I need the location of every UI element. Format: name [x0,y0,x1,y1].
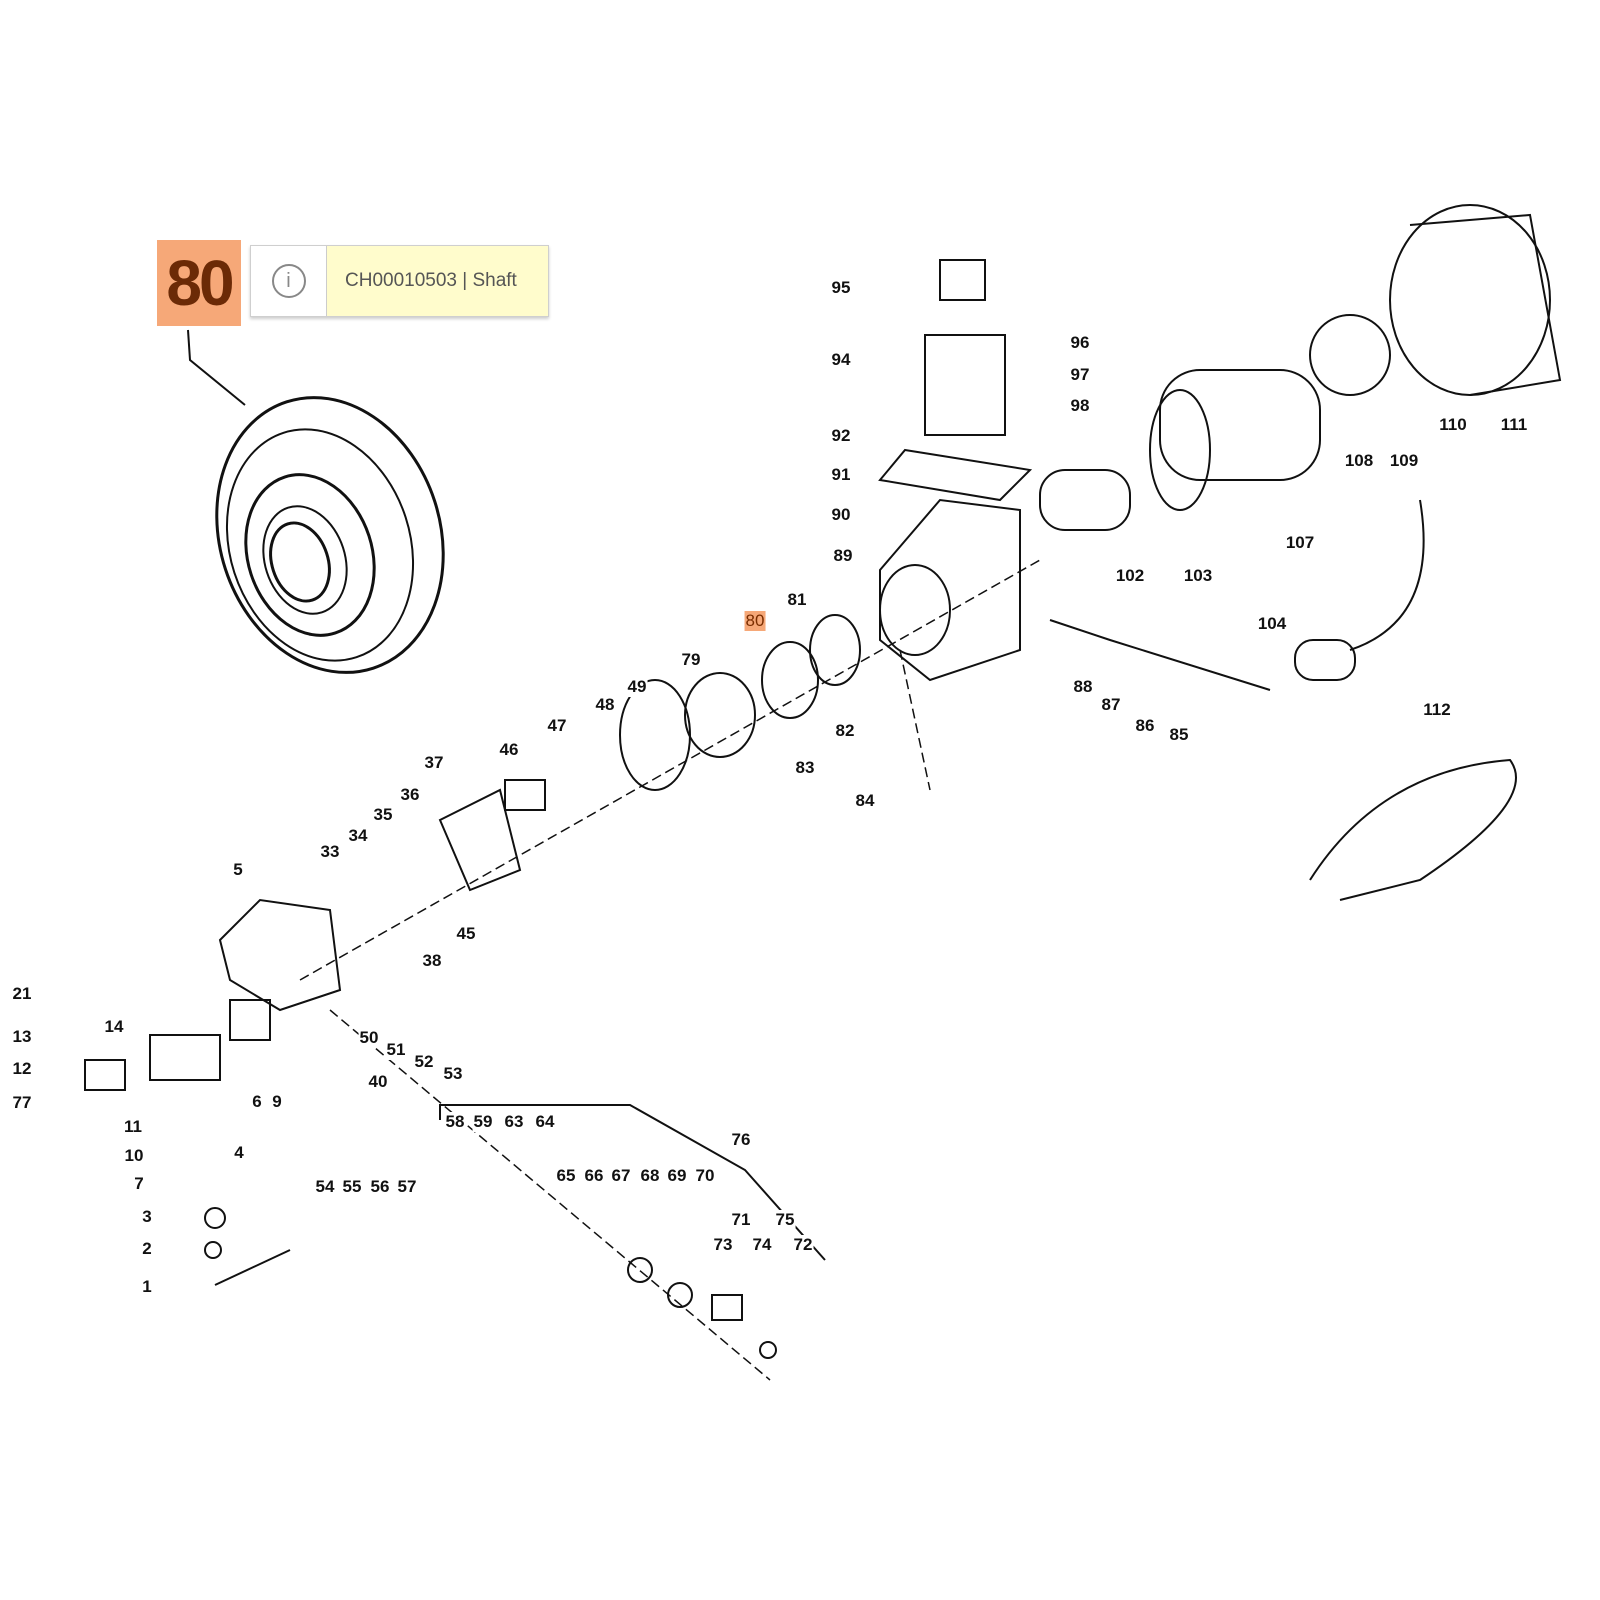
part-label-71[interactable]: 71 [730,1210,752,1230]
part-label-38[interactable]: 38 [421,951,443,971]
part-label-86[interactable]: 86 [1134,716,1156,736]
tooltip-text: CH00010503 | Shaft [345,270,517,291]
part-label-59[interactable]: 59 [472,1112,494,1132]
motor-parts [438,204,1562,901]
part-label-82[interactable]: 82 [834,721,856,741]
part-label-47[interactable]: 47 [546,716,568,736]
part-label-11[interactable]: 11 [123,1117,143,1137]
part-label-88[interactable]: 88 [1072,677,1094,697]
part-label-45[interactable]: 45 [455,924,477,944]
part-label-54[interactable]: 54 [314,1177,336,1197]
part-label-84[interactable]: 84 [854,791,876,811]
part-label-70[interactable]: 70 [694,1166,716,1186]
part-label-69[interactable]: 69 [666,1166,688,1186]
part-label-49[interactable]: 49 [626,677,648,697]
part-label-109[interactable]: 109 [1388,451,1420,471]
part-label-95[interactable]: 95 [830,278,852,298]
part-80-zoom-drawing [187,329,445,674]
part-label-9[interactable]: 9 [271,1092,283,1112]
part-label-37[interactable]: 37 [423,753,445,773]
part-label-92[interactable]: 92 [830,426,852,446]
part-label-103[interactable]: 103 [1182,566,1214,586]
part-label-63[interactable]: 63 [503,1112,525,1132]
part-label-77[interactable]: 77 [11,1093,33,1113]
part-label-90[interactable]: 90 [830,505,852,525]
part-label-5[interactable]: 5 [232,860,244,880]
part-label-50[interactable]: 50 [358,1028,380,1048]
part-label-96[interactable]: 96 [1069,333,1091,353]
part-label-66[interactable]: 66 [583,1166,605,1186]
part-label-52[interactable]: 52 [413,1052,435,1072]
part-label-74[interactable]: 74 [751,1235,773,1255]
part-label-1[interactable]: 1 [141,1277,153,1297]
part-label-80[interactable]: 80 [744,611,766,631]
part-label-10[interactable]: 10 [123,1146,145,1166]
part-label-79[interactable]: 79 [680,650,702,670]
part-label-67[interactable]: 67 [610,1166,632,1186]
part-label-110[interactable]: 110 [1438,415,1468,435]
part-label-102[interactable]: 102 [1114,566,1146,586]
part-label-48[interactable]: 48 [594,695,616,715]
part-label-4[interactable]: 4 [233,1143,245,1163]
part-label-55[interactable]: 55 [341,1177,363,1197]
part-label-104[interactable]: 104 [1256,614,1288,634]
part-label-6[interactable]: 6 [251,1092,263,1112]
part-label-3[interactable]: 3 [141,1207,153,1227]
part-label-36[interactable]: 36 [399,785,421,805]
part-label-98[interactable]: 98 [1069,396,1091,416]
part-label-12[interactable]: 12 [11,1059,33,1079]
part-label-58[interactable]: 58 [444,1112,466,1132]
part-tooltip: i CH00010503 | Shaft [250,245,549,317]
part-label-68[interactable]: 68 [639,1166,661,1186]
part-label-53[interactable]: 53 [442,1064,464,1084]
part-label-40[interactable]: 40 [367,1072,389,1092]
info-icon[interactable]: i [271,264,306,298]
part-label-76[interactable]: 76 [730,1130,752,1150]
part-label-91[interactable]: 91 [830,465,852,485]
part-label-34[interactable]: 34 [347,826,369,846]
part-label-64[interactable]: 64 [534,1112,556,1132]
tooltip-icon-area[interactable]: i [251,246,327,316]
part-label-57[interactable]: 57 [396,1177,418,1197]
part-label-107[interactable]: 107 [1284,533,1316,553]
part-label-73[interactable]: 73 [712,1235,734,1255]
part-label-112[interactable]: 112 [1422,700,1452,720]
part-label-89[interactable]: 89 [832,546,854,566]
part-label-97[interactable]: 97 [1069,365,1091,385]
part-label-13[interactable]: 13 [11,1027,33,1047]
assembly-axis [299,559,1041,1381]
part-label-81[interactable]: 81 [786,590,808,610]
part-label-56[interactable]: 56 [369,1177,391,1197]
part-label-46[interactable]: 46 [498,740,520,760]
part-label-33[interactable]: 33 [319,842,341,862]
highlighted-part-number: 80 [157,240,241,326]
part-label-111[interactable]: 111 [1499,415,1529,435]
part-label-14[interactable]: 14 [103,1017,125,1037]
part-label-35[interactable]: 35 [372,805,394,825]
part-label-108[interactable]: 108 [1343,451,1375,471]
part-label-72[interactable]: 72 [792,1235,814,1255]
part-label-2[interactable]: 2 [141,1239,153,1259]
part-label-65[interactable]: 65 [555,1166,577,1186]
part-label-87[interactable]: 87 [1100,695,1122,715]
pump-parts [84,898,826,1359]
part-label-7[interactable]: 7 [133,1174,145,1194]
part-label-83[interactable]: 83 [794,758,816,778]
part-label-21[interactable]: 21 [11,984,33,1004]
part-label-51[interactable]: 51 [385,1040,407,1060]
part-label-94[interactable]: 94 [830,350,852,370]
part-label-75[interactable]: 75 [774,1210,796,1230]
part-label-85[interactable]: 85 [1168,725,1190,745]
